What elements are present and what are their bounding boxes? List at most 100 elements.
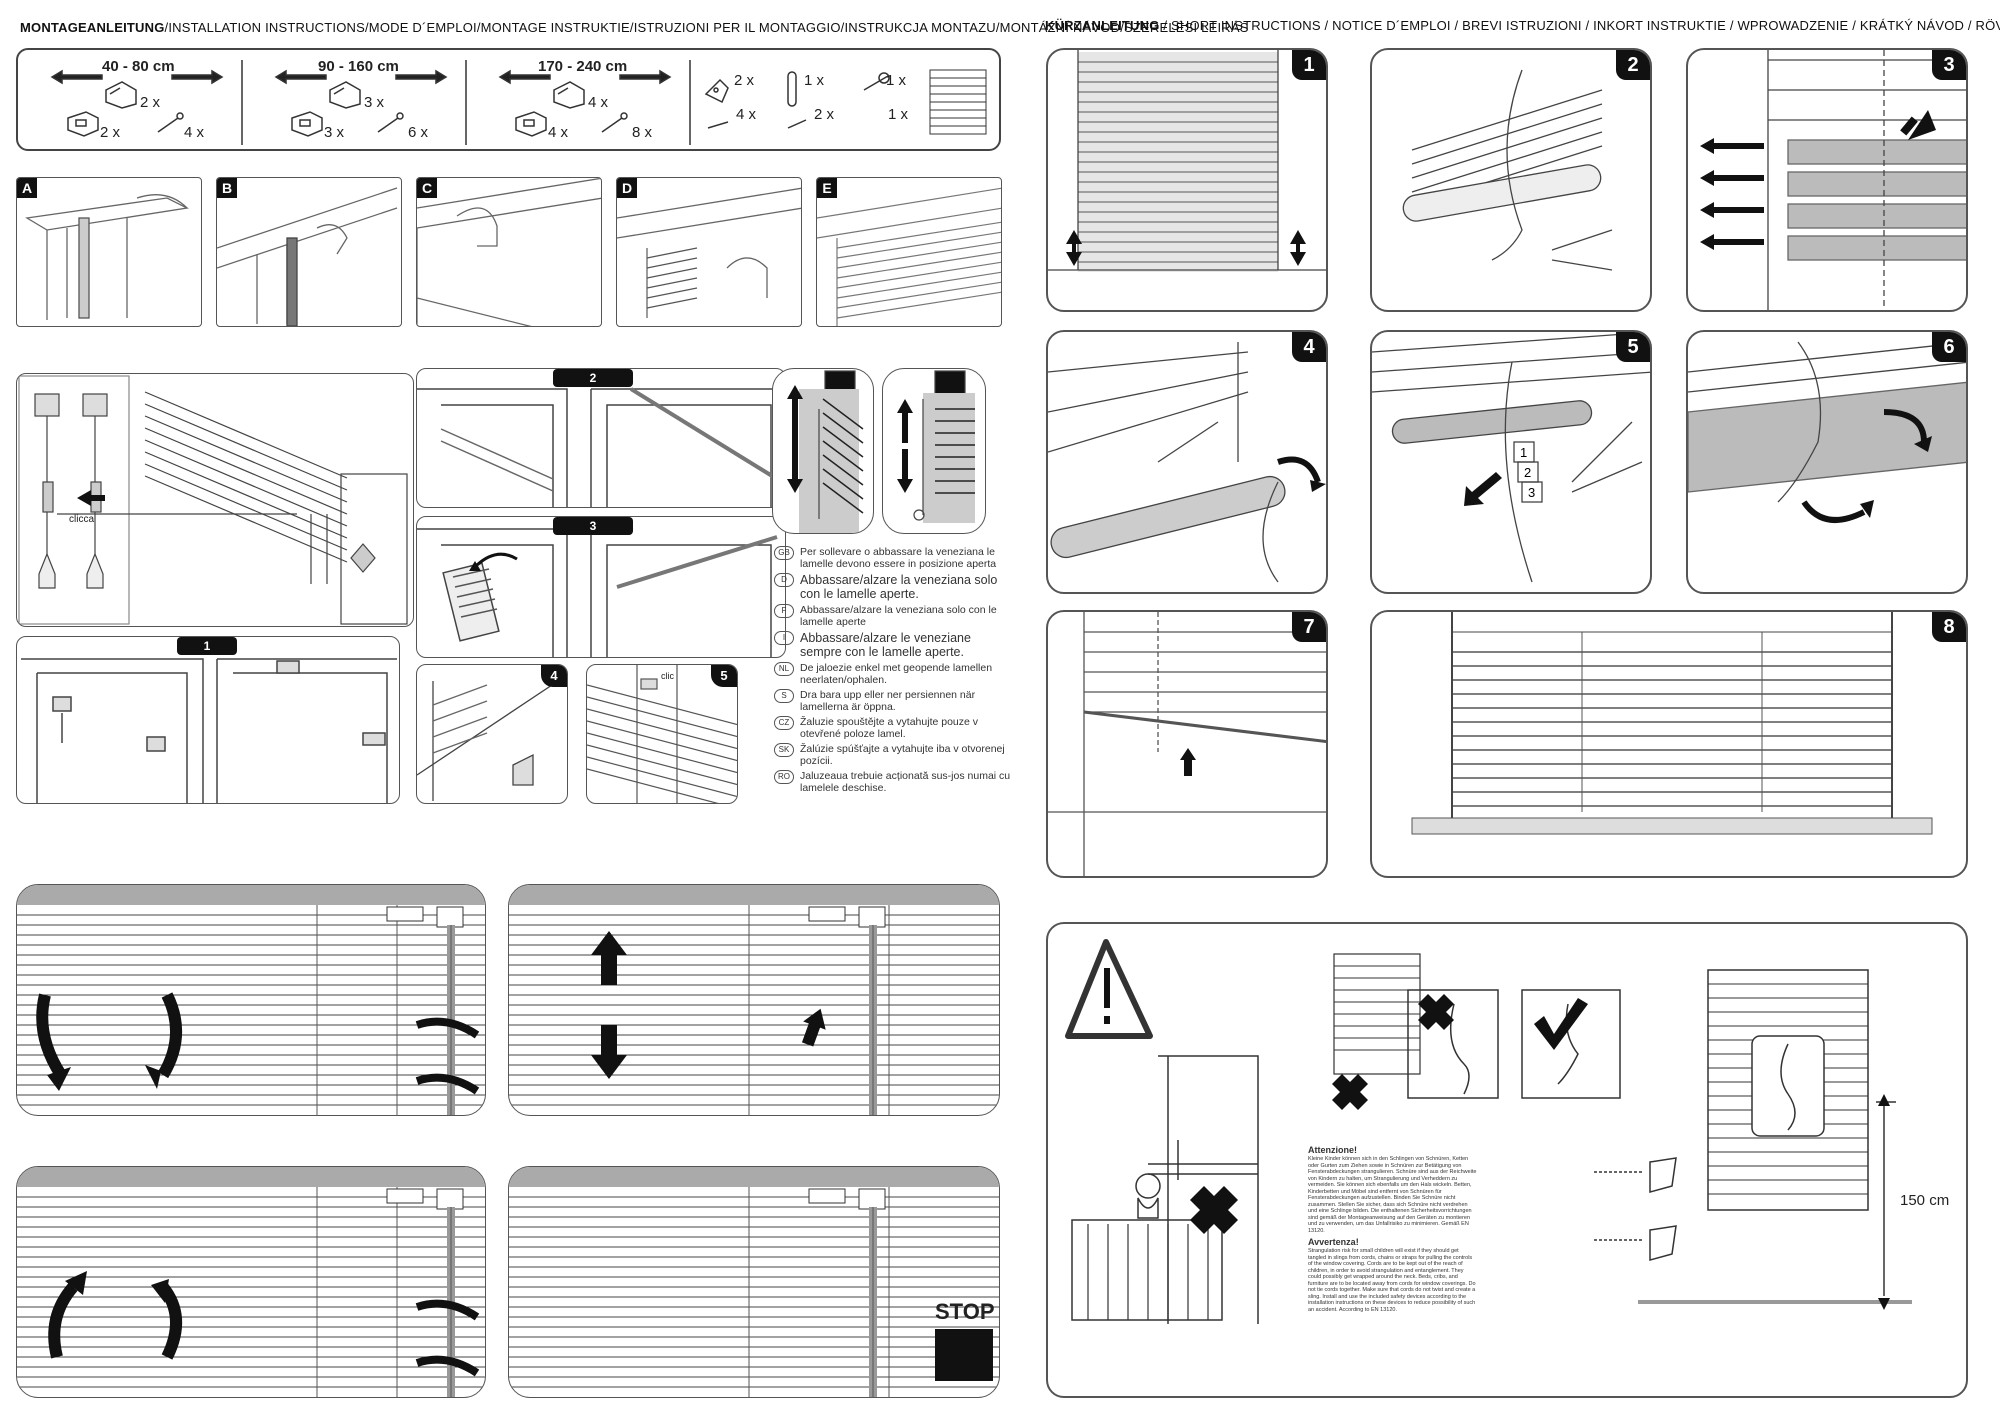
warning-title: Avvertenza! (1308, 1237, 1359, 1247)
short-step-1: 1 (1046, 48, 1328, 312)
right-header-bold: KÜRZANLEITUNG (1045, 18, 1160, 33)
legend-code-cz: CZ (774, 716, 794, 730)
legend-row-gb: GB Per sollevare o abbassare la veneziana… (774, 546, 1014, 570)
legend-row-s: S Dra bara upp eller ner persiennen när l… (774, 689, 1014, 713)
short-step-6: 6 (1686, 330, 1968, 594)
screw-qty-3: 8 x (632, 124, 653, 141)
legend-code-nl: NL (774, 662, 794, 676)
bracket-qty-3: 4 x (588, 94, 609, 111)
step-c-panel: C (416, 177, 602, 327)
left-header-bold: MONTAGEANLEITUNG (20, 20, 165, 35)
legend-row-i: I Abbassare/alzare le veneziane sempre co… (774, 631, 1014, 659)
short-step-8: 8 (1370, 610, 1968, 878)
install-step-3-panel: 3 (416, 516, 786, 658)
language-legend: GB Per sollevare o abbassare la veneziana… (774, 546, 1014, 797)
install-tab-1: 1 (177, 637, 237, 655)
legend-code-gb: GB (774, 546, 794, 560)
parts-list: 40 - 80 cm 2 x 2 x 4 x 90 - 160 cm 3 x 3… (16, 48, 1001, 151)
stop-square (935, 1329, 993, 1381)
install-tab-3: 3 (553, 517, 633, 535)
legend-text-gb: Per sollevare o abbassare la veneziana l… (800, 546, 997, 570)
short-step-num-1: 1 (1292, 50, 1326, 80)
step-letter-d: D (617, 178, 637, 198)
install-tab-2: 2 (553, 369, 633, 387)
install-circle-4: 4 (541, 665, 567, 687)
size-label-3: 170 - 240 cm (538, 58, 628, 75)
bracket-qty-1: 2 x (140, 94, 161, 111)
clip-qty-1: 2 x (100, 124, 121, 141)
height-label: 150 cm (1900, 1192, 1950, 1209)
label-1: 1 (1520, 445, 1527, 460)
install-step-5-panel: clic 5 (586, 664, 738, 804)
legend-code-s: S (774, 689, 794, 703)
legend-text-s: Dra bara upp eller ner persiennen när la… (800, 689, 976, 713)
legend-text-ro: Jaluzeaua trebuie acționată sus-jos numa… (800, 770, 1011, 794)
install-step-2-panel: 2 (416, 368, 786, 508)
short-step-num-7: 7 (1292, 612, 1326, 642)
warning-text: Strangulation risk for small children wi… (1308, 1248, 1476, 1313)
stop-panel: STOP (508, 1166, 1000, 1398)
short-step-4: 4 (1046, 330, 1328, 594)
legend-text-d: Abbassare/alzare la veneziana solo con l… (800, 573, 998, 601)
safety-text-block: Attenzione! Kleine Kinder können sich in… (1308, 1144, 1478, 1313)
step-d-panel: D (616, 177, 802, 327)
step-e-panel: E (816, 177, 1002, 327)
tilt-open-panel (16, 1166, 486, 1398)
warning-triangle-icon (1065, 939, 1153, 1039)
screw-qty-2: 6 x (408, 124, 429, 141)
clic-label: clic (661, 671, 674, 681)
short-step-7: 7 (1046, 610, 1328, 878)
legend-code-i: I (774, 631, 794, 645)
short-step-num-8: 8 (1932, 612, 1966, 642)
legend-text-f: Abbassare/alzare la veneziana solo con l… (800, 604, 997, 628)
short-step-3: 3 (1686, 48, 1968, 312)
right-header: KÜRZANLEITUNG / SHORT INSTRUCTIONS / NOT… (1045, 18, 2000, 33)
tilt-panel-left (772, 368, 874, 534)
short-step-num-6: 6 (1932, 332, 1966, 362)
step-letter-c: C (417, 178, 437, 198)
extra-qty-b: 1 x (804, 72, 825, 89)
label-3: 3 (1528, 485, 1535, 500)
short-step-5: 1 2 3 5 (1370, 330, 1652, 594)
parts-drawing (50, 60, 987, 145)
bracket-qty-2: 3 x (364, 94, 385, 111)
click-label: clicca (69, 514, 95, 525)
step-letter-b: B (217, 178, 237, 198)
legend-code-f: F (774, 604, 794, 618)
label-2: 2 (1524, 465, 1531, 480)
extra-qty-e: 2 x (814, 106, 835, 123)
extra-qty-f: 1 x (888, 106, 909, 123)
raise-lower-panel (508, 884, 1000, 1116)
cord-click-panel: clicca (16, 373, 414, 627)
legend-text-sk: Žalúzie spúšťajte a vytahujte iba v otvo… (800, 743, 1005, 767)
short-step-2: 2 (1370, 48, 1652, 312)
legend-text-nl: De jaloezie enkel met geopende lamellen … (800, 662, 993, 686)
legend-row-f: F Abbassare/alzare la veneziana solo con … (774, 604, 1014, 628)
legend-row-nl: NL De jaloezie enkel met geopende lamelle… (774, 662, 1014, 686)
extra-qty-c: 1 x (886, 72, 907, 89)
tilt-panel-right (882, 368, 986, 534)
screw-qty-1: 4 x (184, 124, 205, 141)
short-step-num-2: 2 (1616, 50, 1650, 80)
legend-text-i: Abbassare/alzare le veneziane sempre con… (800, 631, 971, 659)
install-step-1-panel: 1 (16, 636, 400, 804)
step-b-panel: B (216, 177, 402, 327)
step-a-panel: A (16, 177, 202, 327)
right-header-rest: / SHORT INSTRUCTIONS / NOTICE D´EMPLOI /… (1159, 18, 2000, 33)
attention-title: Attenzione! (1308, 1145, 1357, 1155)
short-step-num-3: 3 (1932, 50, 1966, 80)
size-label-1: 40 - 80 cm (102, 58, 175, 75)
size-label-2: 90 - 160 cm (318, 58, 399, 75)
attention-text: Kleine Kinder können sich in den Schling… (1308, 1156, 1477, 1234)
clip-qty-3: 4 x (548, 124, 569, 141)
left-header-rest: /INSTALLATION INSTRUCTIONS/MODE D´EMPLOI… (164, 20, 1249, 35)
step-letter-a: A (17, 178, 37, 198)
short-step-num-4: 4 (1292, 332, 1326, 362)
extra-qty-a: 2 x (734, 72, 755, 89)
install-step-4-panel: 4 (416, 664, 568, 804)
clip-qty-2: 3 x (324, 124, 345, 141)
left-header: MONTAGEANLEITUNG/INSTALLATION INSTRUCTIO… (20, 20, 1249, 35)
